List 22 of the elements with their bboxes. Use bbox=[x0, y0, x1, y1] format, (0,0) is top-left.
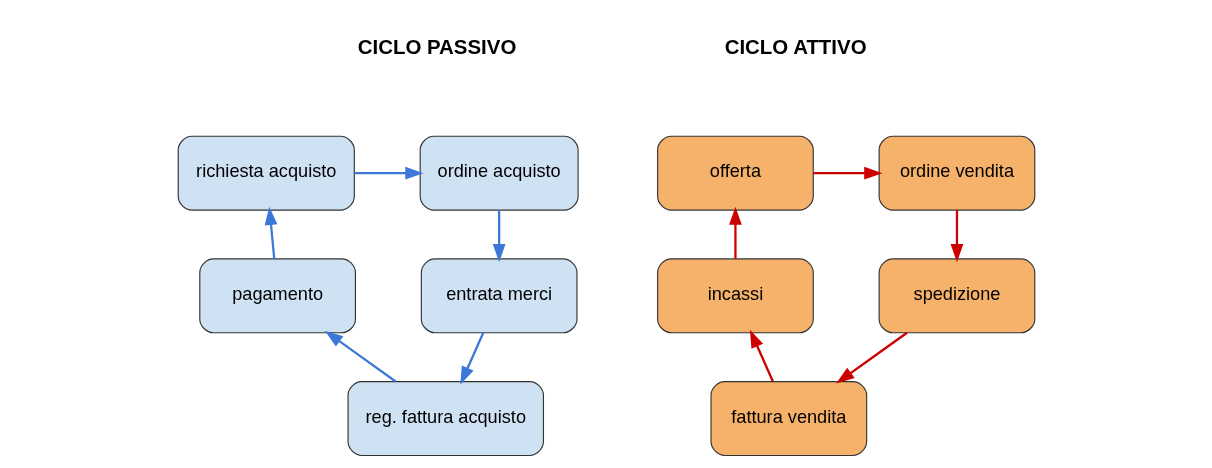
node-box: richiesta acquisto bbox=[177, 135, 355, 211]
node-box: incassi bbox=[656, 257, 814, 333]
node-box: ordine vendita bbox=[878, 135, 1035, 211]
arrow bbox=[728, 206, 742, 259]
node-box: entrata merci bbox=[420, 257, 578, 333]
arrow bbox=[264, 206, 277, 259]
node-box: spedizione bbox=[878, 257, 1035, 333]
arrow bbox=[459, 331, 484, 385]
label: CICLO ATTIVO bbox=[724, 34, 867, 58]
node-box: ordine acquisto bbox=[419, 135, 579, 211]
arrow bbox=[749, 329, 774, 382]
label: CICLO PASSIVO bbox=[357, 34, 516, 58]
node-box: pagamento bbox=[198, 257, 356, 333]
node-box: fattura vendita bbox=[709, 380, 867, 456]
arrow bbox=[492, 209, 505, 262]
node-box: reg. fattura acquisto bbox=[347, 380, 544, 456]
arrow bbox=[835, 331, 908, 383]
arrow bbox=[812, 166, 882, 180]
node-box: offerta bbox=[656, 135, 814, 211]
arrow bbox=[950, 209, 963, 262]
arrow bbox=[354, 166, 423, 180]
arrow bbox=[324, 330, 396, 382]
